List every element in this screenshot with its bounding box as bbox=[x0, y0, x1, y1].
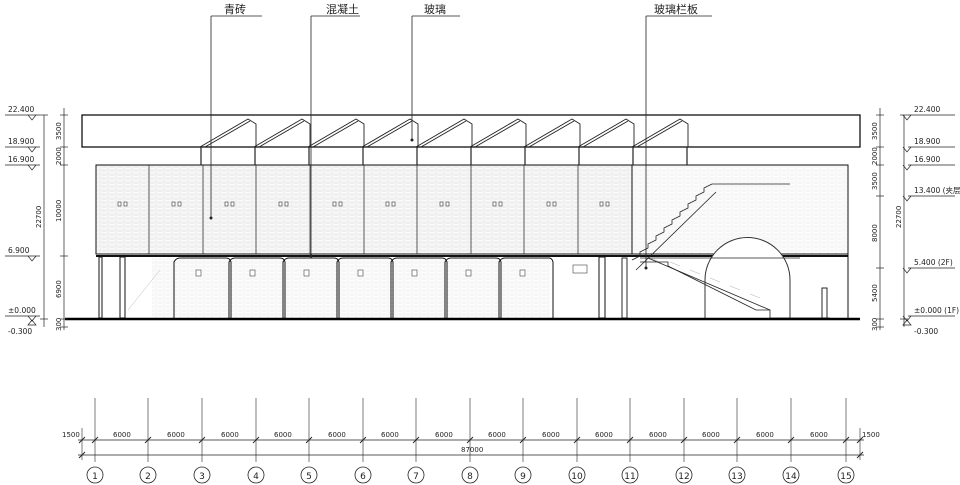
right-dim-5400: 5400 bbox=[871, 284, 879, 302]
axis-labels: 1 2 3 4 5 6 7 8 9 10 11 12 13 14 15 bbox=[92, 472, 852, 482]
bay-dim-10: 6000 bbox=[542, 431, 560, 439]
left-level-6900: 6.900 bbox=[8, 246, 30, 255]
glass-staircase bbox=[631, 183, 830, 319]
axis-label-9: 9 bbox=[520, 472, 526, 482]
bay-dim-5: 6000 bbox=[274, 431, 292, 439]
bay-dim-7: 6000 bbox=[381, 431, 399, 439]
bay-dim-13: 6000 bbox=[702, 431, 720, 439]
bay-dim-14: 6000 bbox=[756, 431, 774, 439]
axis-bubbles bbox=[86, 466, 855, 484]
right-level-1f: ±0.000 (1F) bbox=[914, 306, 959, 315]
axis-label-13: 13 bbox=[731, 472, 742, 482]
glass-roof-trusses bbox=[199, 118, 689, 148]
right-level-22400: 22.400 bbox=[914, 105, 940, 114]
right-dim-total: 22700 bbox=[895, 206, 903, 228]
bay-dim-1: 1500 bbox=[62, 431, 80, 439]
bay-dim-3: 6000 bbox=[167, 431, 185, 439]
left-level-minus300: -0.300 bbox=[8, 327, 32, 336]
right-dim-300: 300 bbox=[871, 318, 879, 331]
callout-glass-railing: 玻璃栏板 bbox=[654, 2, 698, 16]
left-level-22400: 22.400 bbox=[8, 105, 34, 114]
callout-concrete: 混凝土 bbox=[326, 2, 359, 16]
axis-label-14: 14 bbox=[785, 472, 797, 482]
left-dim-2000: 2000 bbox=[55, 147, 63, 165]
bay-dim-6: 6000 bbox=[328, 431, 346, 439]
right-dim-3500-b: 3500 bbox=[871, 172, 879, 190]
axis-label-4: 4 bbox=[253, 472, 259, 482]
callout-blue-brick: 青砖 bbox=[224, 2, 246, 16]
right-dim-3500: 3500 bbox=[871, 122, 879, 140]
callout-leaders bbox=[210, 15, 712, 268]
callout-glass: 玻璃 bbox=[424, 2, 446, 16]
left-dim-6900: 6900 bbox=[55, 280, 63, 298]
bay-dim-11: 6000 bbox=[595, 431, 613, 439]
ground-floor-windows bbox=[195, 264, 588, 277]
axis-label-15: 15 bbox=[840, 472, 851, 482]
right-level-marks bbox=[902, 114, 955, 326]
right-dim-2000: 2000 bbox=[871, 147, 879, 165]
left-dim-3500: 3500 bbox=[55, 122, 63, 140]
left-dim-total: 22700 bbox=[35, 206, 43, 228]
callout-dots bbox=[209, 138, 648, 270]
clerestory-posts bbox=[200, 147, 688, 165]
left-level-16900: 16.900 bbox=[8, 155, 34, 164]
right-level-minus300: -0.300 bbox=[914, 327, 938, 336]
right-level-mezzanine: 13.400 (夹层) bbox=[914, 185, 960, 195]
axis-label-5: 5 bbox=[306, 472, 312, 482]
right-level-2f: 5.400 (2F) bbox=[914, 258, 953, 267]
bay-dim-2: 6000 bbox=[113, 431, 131, 439]
roof-slab bbox=[81, 114, 861, 148]
left-level-0: ±0.000 bbox=[8, 306, 36, 315]
axis-label-2: 2 bbox=[145, 472, 151, 482]
right-level-16900: 16.900 bbox=[914, 155, 940, 164]
left-vertical-dimension-lines bbox=[40, 108, 68, 330]
left-level-18900: 18.900 bbox=[8, 137, 34, 146]
overall-length: 87000 bbox=[461, 446, 483, 454]
bay-dim-8: 6000 bbox=[435, 431, 453, 439]
bay-dim-16: 1500 bbox=[862, 431, 880, 439]
right-level-18900: 18.900 bbox=[914, 137, 940, 146]
ground-floor-brick bbox=[152, 258, 550, 318]
right-dim-8000: 8000 bbox=[871, 224, 879, 242]
upper-small-windows bbox=[117, 201, 610, 207]
dimension-ticks bbox=[78, 436, 864, 459]
stair-railing bbox=[649, 257, 761, 299]
left-dim-300: 300 bbox=[55, 318, 63, 331]
axis-label-10: 10 bbox=[571, 472, 583, 482]
axis-label-1: 1 bbox=[92, 472, 98, 482]
upper-volume-dividers bbox=[148, 165, 579, 254]
right-vertical-dimension-lines bbox=[876, 108, 908, 330]
left-dim-10000: 10000 bbox=[55, 200, 63, 222]
axis-label-7: 7 bbox=[413, 472, 419, 482]
bay-dim-9: 6000 bbox=[488, 431, 506, 439]
axis-label-3: 3 bbox=[199, 472, 205, 482]
horizontal-dimension-lines bbox=[78, 439, 864, 456]
axis-label-8: 8 bbox=[467, 472, 473, 482]
bay-dim-12: 6000 bbox=[649, 431, 667, 439]
left-level-marks bbox=[5, 114, 40, 326]
bay-dim-4: 6000 bbox=[221, 431, 239, 439]
axis-label-12: 12 bbox=[678, 472, 689, 482]
axis-label-11: 11 bbox=[624, 472, 635, 482]
bay-dim-15: 6000 bbox=[810, 431, 828, 439]
axis-label-6: 6 bbox=[360, 472, 366, 482]
